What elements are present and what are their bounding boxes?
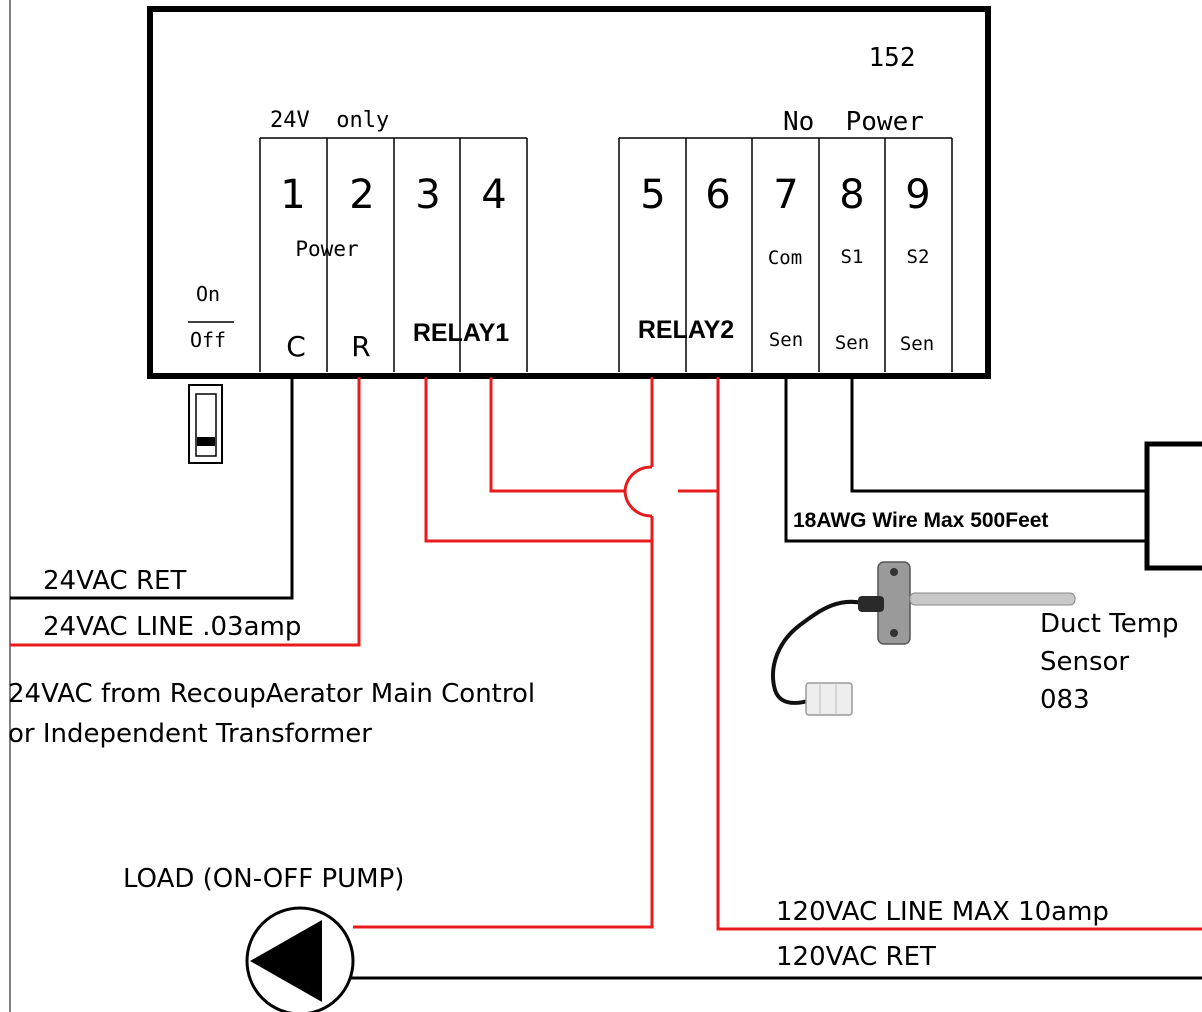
header-24v-only: 24V only (270, 108, 389, 133)
model-number: 152 (869, 43, 916, 73)
wire-relay1-t4 (489, 377, 625, 493)
label-24vac-ret: 24VAC RET (43, 566, 186, 596)
wire-24vac-ret (10, 377, 294, 600)
terminal-2-label: R (351, 330, 370, 363)
label-source-line2: or Independent Transformer (8, 719, 372, 749)
sensor-label-line2: Sensor (1040, 647, 1129, 677)
terminal-strip (259, 137, 953, 372)
terminal-9-number: 9 (905, 172, 930, 218)
switch-off-label: Off (190, 328, 226, 352)
header-no-power: No Power (783, 107, 924, 137)
label-source-line1: 24VAC from RecoupAerator Main Control (8, 679, 535, 709)
label-120vac-ret: 120VAC RET (776, 942, 936, 972)
wire-relay1-t3 (353, 377, 654, 929)
terminal-1-number: 1 (280, 172, 305, 218)
relay1-label: RELAY1 (413, 319, 509, 347)
power-switch[interactable]: On Off (188, 282, 234, 464)
label-sensor-wire: 18AWG Wire Max 500Feet (793, 509, 1048, 532)
terminal-6-number: 6 (705, 172, 730, 218)
sensor-terminal-box (1144, 441, 1202, 571)
wire-sensor-com (784, 377, 1147, 543)
terminal-7-mid-label: Com (768, 247, 802, 269)
terminal-9-bottom-label: Sen (900, 333, 934, 355)
terminal-7-number: 7 (773, 172, 798, 218)
pump-symbol (245, 906, 355, 1012)
terminal-8-number: 8 (839, 172, 864, 218)
terminal-5-number: 5 (640, 172, 665, 218)
terminal-3-number: 3 (415, 172, 440, 218)
power-label: Power (295, 237, 358, 261)
controller-box (147, 6, 991, 379)
terminal-numbers: 1 2 3 4 5 6 7 8 9 (280, 172, 930, 218)
relay2-label: RELAY2 (638, 316, 734, 344)
wire-24vac-line (10, 377, 361, 647)
label-24vac-line: 24VAC LINE .03amp (43, 612, 301, 642)
sensor-label-line3: 083 (1040, 685, 1090, 715)
label-120vac-line: 120VAC LINE MAX 10amp (776, 897, 1109, 927)
terminal-9-mid-label: S2 (907, 246, 930, 268)
wire-sensor-s1 (850, 377, 1147, 493)
switch-lever[interactable] (197, 437, 215, 446)
terminal-8-mid-label: S1 (841, 246, 864, 268)
terminal-1-label: C (286, 330, 306, 363)
switch-on-label: On (196, 282, 220, 306)
terminal-8-bottom-label: Sen (835, 332, 869, 354)
wire-120vac-line (716, 377, 1202, 931)
load-label: LOAD (ON-OFF PUMP) (123, 864, 404, 894)
sensor-label-line1: Duct Temp (1040, 609, 1179, 639)
switch-slot (195, 393, 217, 457)
terminal-7-bottom-label: Sen (769, 329, 803, 351)
wire-crossover (623, 465, 653, 518)
terminal-4-number: 4 (481, 172, 506, 218)
duct-temp-sensor-image (771, 561, 1076, 716)
terminal-2-number: 2 (349, 172, 374, 218)
